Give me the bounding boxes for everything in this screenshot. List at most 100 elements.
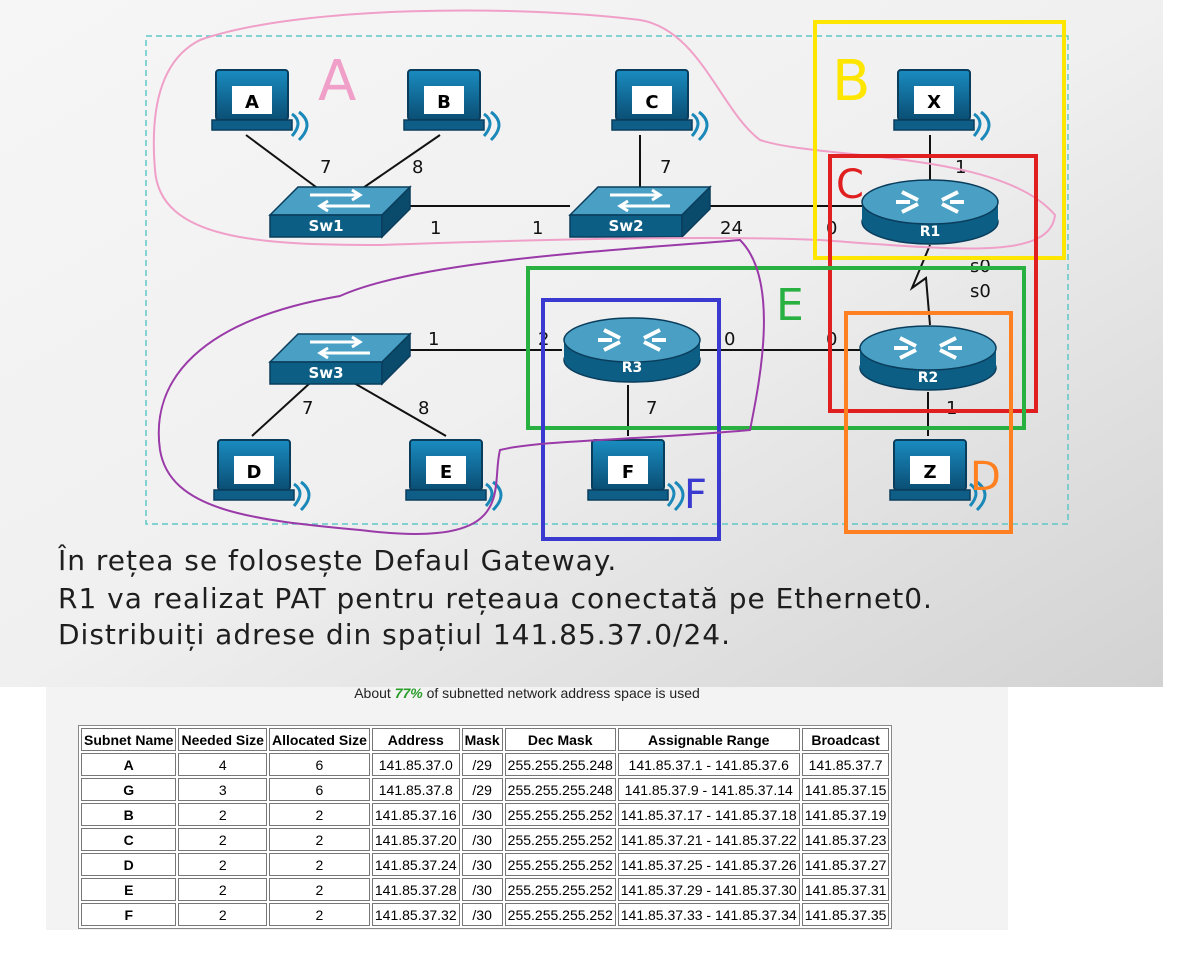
switch-sw1-label: Sw1 <box>308 217 343 235</box>
cell-mask: /30 <box>461 853 503 876</box>
cell-assignable-range: 141.85.37.9 - 141.85.37.14 <box>617 778 800 801</box>
instruction-line-3: Distribuiți adrese din spațiul 141.85.37… <box>58 618 732 651</box>
cell-allocated-size: 2 <box>268 903 370 926</box>
usage-suffix: of subnetted network address space is us… <box>422 687 700 701</box>
pc-b[interactable]: B <box>402 68 501 142</box>
pc-c[interactable]: C <box>610 68 709 142</box>
pc-x[interactable]: X <box>892 68 991 142</box>
pc-z[interactable]: Z <box>888 438 987 512</box>
usage-percent: 77% <box>394 687 423 701</box>
switch-sw3[interactable]: Sw3 <box>268 332 412 386</box>
cell-mask: /29 <box>461 778 503 801</box>
cell-mask: /30 <box>461 878 503 901</box>
cell-allocated-size: 6 <box>268 778 370 801</box>
cell-broadcast: 141.85.37.7 <box>801 753 890 776</box>
cell-assignable-range: 141.85.37.17 - 141.85.37.18 <box>617 803 800 826</box>
router-r1[interactable]: R1 <box>860 178 1000 246</box>
link-b-sw1 <box>359 134 441 191</box>
cell-subnet-name: E <box>81 878 177 901</box>
subnet-table: Subnet Name Needed Size Allocated Size A… <box>78 725 893 929</box>
cell-dec-mask: 255.255.255.252 <box>504 803 616 826</box>
cell-needed-size: 4 <box>178 753 267 776</box>
pc-b-label: B <box>437 92 451 113</box>
cell-dec-mask: 255.255.255.252 <box>504 903 616 926</box>
cell-mask: /30 <box>461 903 503 926</box>
instruction-line-1: În rețea se folosește Defaul Gateway. <box>58 544 618 577</box>
table-row: F 2 2 141.85.37.32 /30 255.255.255.252 1… <box>81 903 890 926</box>
table-row: G 3 6 141.85.37.8 /29 255.255.255.248 14… <box>81 778 890 801</box>
label-r3-r2-left: 0 <box>724 329 735 350</box>
cell-needed-size: 2 <box>178 903 267 926</box>
subnet-table-header: Subnet Name Needed Size Allocated Size A… <box>81 728 890 751</box>
table-row: D 2 2 141.85.37.24 /30 255.255.255.252 1… <box>81 853 890 876</box>
cell-dec-mask: 255.255.255.252 <box>504 878 616 901</box>
cell-assignable-range: 141.85.37.29 - 141.85.37.30 <box>617 878 800 901</box>
cell-mask: /29 <box>461 753 503 776</box>
switch-sw1[interactable]: Sw1 <box>268 185 412 239</box>
header-mask: Mask <box>461 728 503 751</box>
link-sw3-e <box>353 382 447 437</box>
pc-c-label: C <box>645 92 658 113</box>
router-r3[interactable]: R3 <box>562 316 702 384</box>
annotation-a-letter: A <box>318 49 356 114</box>
cell-needed-size: 2 <box>178 853 267 876</box>
cell-needed-size: 2 <box>178 803 267 826</box>
cell-subnet-name: A <box>81 753 177 776</box>
header-allocated-size: Allocated Size <box>268 728 370 751</box>
cell-allocated-size: 2 <box>268 853 370 876</box>
label-sw3-e: 8 <box>418 398 429 419</box>
label-sw2-r1-left: 24 <box>720 218 743 239</box>
annotation-e-letter: E <box>776 280 804 331</box>
switch-sw2[interactable]: Sw2 <box>568 185 712 239</box>
pc-a-label: A <box>245 92 259 113</box>
cell-subnet-name: B <box>81 803 177 826</box>
pc-d[interactable]: D <box>212 438 311 512</box>
cell-address: 141.85.37.16 <box>371 803 460 826</box>
annotation-e-box <box>526 266 1026 430</box>
pc-d-label: D <box>247 462 262 483</box>
cell-dec-mask: 255.255.255.248 <box>504 753 616 776</box>
cell-dec-mask: 255.255.255.252 <box>504 853 616 876</box>
router-r3-label: R3 <box>622 360 643 376</box>
annotation-d-box <box>844 311 1013 534</box>
router-r1-label: R1 <box>920 224 941 240</box>
table-row: A 4 6 141.85.37.0 /29 255.255.255.248 14… <box>81 753 890 776</box>
label-b-sw1: 8 <box>412 157 423 178</box>
instruction-line-2: R1 va realizat PAT pentru rețeaua conect… <box>58 582 933 615</box>
cell-assignable-range: 141.85.37.1 - 141.85.37.6 <box>617 753 800 776</box>
label-sw3-r3-left: 1 <box>428 329 439 350</box>
cell-assignable-range: 141.85.37.21 - 141.85.37.22 <box>617 828 800 851</box>
label-r2-z: 1 <box>946 398 957 419</box>
cell-broadcast: 141.85.37.19 <box>801 803 890 826</box>
annotation-b-letter: B <box>832 49 870 114</box>
annotation-a-scribble <box>152 9 1057 250</box>
pc-f-label: F <box>622 462 634 483</box>
link-sw3-d <box>251 382 311 437</box>
usage-summary: About 77% of subnetted network address s… <box>46 687 1008 701</box>
router-r2[interactable]: R2 <box>858 324 998 392</box>
cell-broadcast: 141.85.37.31 <box>801 878 890 901</box>
cell-dec-mask: 255.255.255.248 <box>504 778 616 801</box>
cell-mask: /30 <box>461 803 503 826</box>
annotations <box>152 9 1066 541</box>
cell-broadcast: 141.85.37.35 <box>801 903 890 926</box>
cell-needed-size: 2 <box>178 828 267 851</box>
pc-a[interactable]: A <box>210 68 309 142</box>
pc-e[interactable]: E <box>404 438 503 512</box>
annotation-f-letter: F <box>684 472 707 518</box>
cell-mask: /30 <box>461 828 503 851</box>
label-sw1-sw2-left: 1 <box>430 218 441 239</box>
cell-address: 141.85.37.8 <box>371 778 460 801</box>
cell-broadcast: 141.85.37.15 <box>801 778 890 801</box>
switch-sw3-label: Sw3 <box>308 364 343 382</box>
subnet-calculator-result: About 77% of subnetted network address s… <box>46 687 1008 930</box>
header-assignable-range: Assignable Range <box>617 728 800 751</box>
cell-subnet-name: F <box>81 903 177 926</box>
cell-address: 141.85.37.32 <box>371 903 460 926</box>
label-x-r1: 1 <box>955 157 966 178</box>
cell-allocated-size: 2 <box>268 803 370 826</box>
header-broadcast: Broadcast <box>801 728 890 751</box>
pc-f[interactable]: F <box>586 438 685 512</box>
cell-address: 141.85.37.20 <box>371 828 460 851</box>
cell-dec-mask: 255.255.255.252 <box>504 828 616 851</box>
